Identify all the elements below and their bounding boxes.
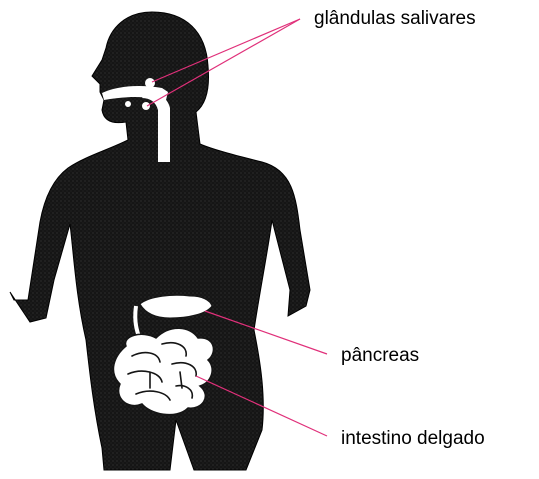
salivary-gland-lower bbox=[125, 101, 131, 107]
salivary-glands-label: glândulas salivares bbox=[314, 9, 476, 28]
pancreas-label: pâncreas bbox=[341, 346, 419, 365]
salivary-gland-upper bbox=[145, 78, 155, 88]
salivary-gland-middle bbox=[142, 102, 150, 110]
small-intestine-label: intestino delgado bbox=[341, 429, 485, 448]
small-intestine bbox=[113, 328, 213, 414]
